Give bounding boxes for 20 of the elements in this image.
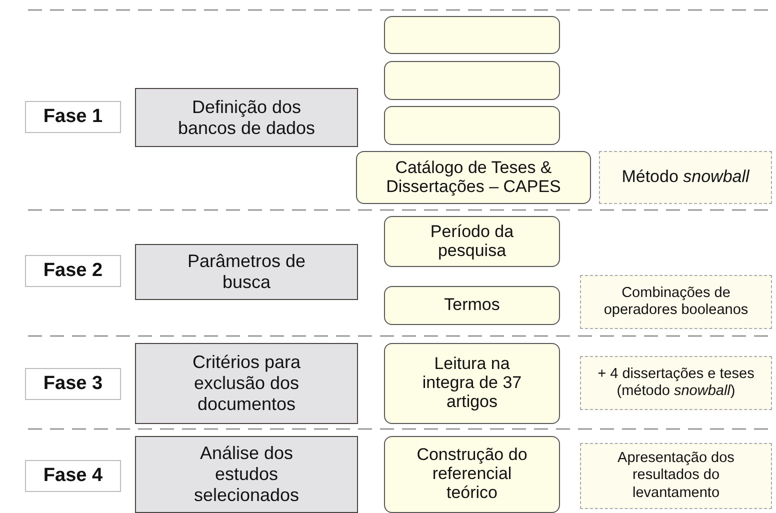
step-box: Análise dos estudos selecionados [135, 436, 358, 513]
item-box: Construção do referencial teórico [384, 436, 560, 513]
phase-label: Fase 1 [25, 101, 121, 133]
phase-label: Fase 3 [25, 368, 121, 400]
empty-box [384, 61, 560, 100]
note-box: Apresentação dos resultados do levantamento [580, 443, 772, 509]
item-box: Termos [384, 286, 560, 325]
step-box: Parâmetros de busca [135, 244, 358, 300]
step-box: Critérios para exclusão dos documentos [135, 343, 358, 424]
phase-label: Fase 4 [25, 460, 121, 492]
note-box: + 4 dissertações e teses (método snowball) [580, 356, 772, 410]
empty-box [384, 106, 560, 145]
item-box: Período da pesquisa [384, 216, 560, 267]
item-box: Leitura na integra de 37 artigos [384, 343, 560, 424]
note-box: Método snowball [599, 151, 772, 204]
note-box: Combinações de operadores booleanos [580, 275, 772, 329]
phase-label: Fase 2 [25, 255, 121, 287]
item-box: Catálogo de Teses & Dissertações – CAPES [356, 151, 591, 204]
empty-box [384, 16, 560, 54]
step-box: Definição dos bancos de dados [135, 88, 358, 147]
